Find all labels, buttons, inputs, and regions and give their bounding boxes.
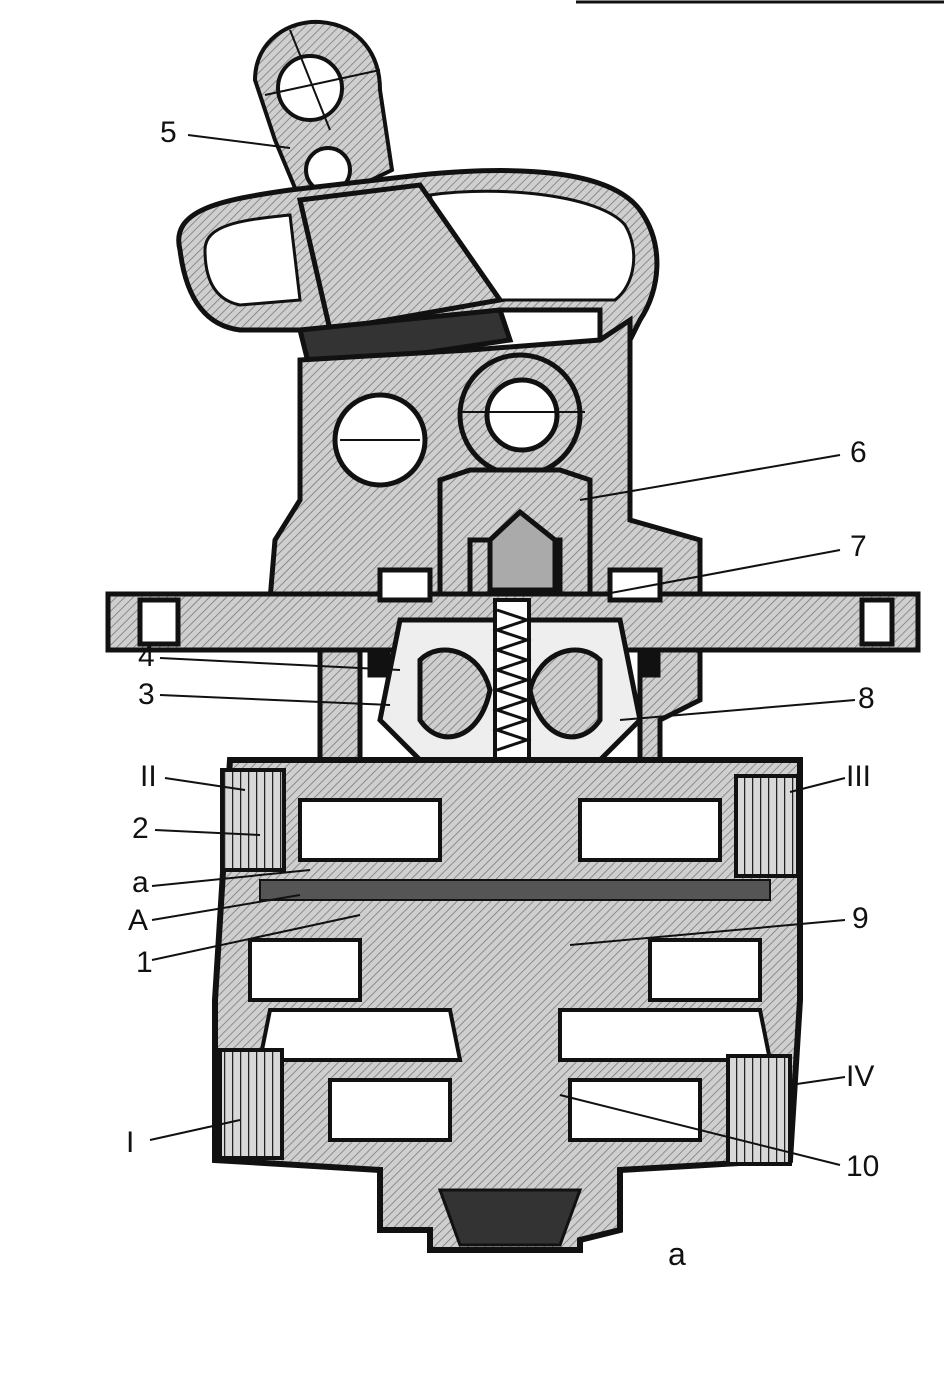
callout-7: 7 — [850, 530, 867, 563]
callout-4: 4 — [138, 640, 155, 673]
callout-9: 9 — [852, 902, 869, 935]
callout-8: 8 — [858, 682, 875, 715]
callout-roman-I: I — [126, 1126, 135, 1159]
lever-arm — [252, 19, 395, 202]
callout-2: 2 — [132, 812, 149, 845]
lower-body — [212, 757, 803, 1253]
leader-lines — [149, 134, 856, 1166]
callout-a: a — [132, 866, 149, 899]
threaded-ports — [218, 768, 800, 1166]
callout-A: A — [128, 904, 149, 937]
callout-1: 1 — [136, 946, 153, 979]
callout-3: 3 — [138, 678, 155, 711]
plunger-6 — [437, 467, 593, 603]
upper-body — [267, 315, 703, 603]
figure-caption: a — [668, 1236, 686, 1272]
callout-roman-III: III — [846, 760, 872, 793]
callout-6: 6 — [850, 436, 867, 469]
callout-10: 10 — [846, 1150, 880, 1183]
callout-5: 5 — [160, 116, 177, 149]
callout-roman-II: II — [140, 760, 157, 793]
callout-roman-IV: IV — [846, 1060, 875, 1093]
